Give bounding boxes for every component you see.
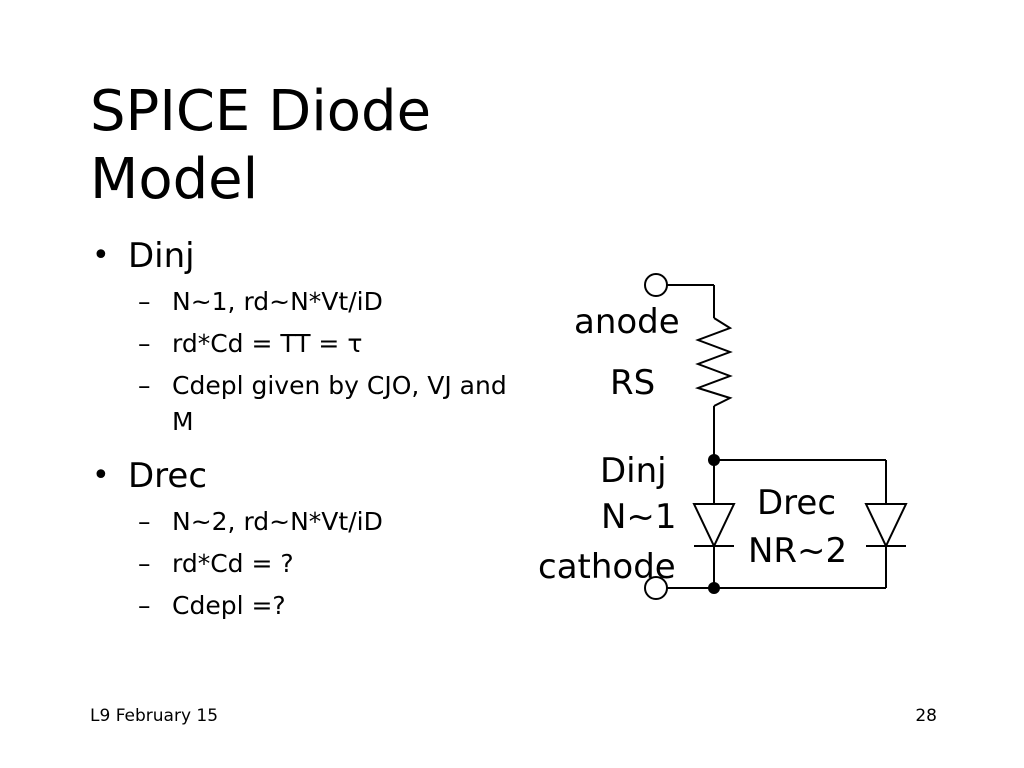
label-anode: anode <box>574 302 680 342</box>
cathode-terminal-icon <box>644 576 668 600</box>
junction-dot-icon <box>708 454 720 466</box>
sub-bullet-text: rd*Cd = TT = τ <box>172 329 363 358</box>
label-nr2: NR~2 <box>748 531 847 571</box>
junction-dot-icon <box>708 582 720 594</box>
dash-icon: – <box>138 287 151 316</box>
resistor-icon <box>694 317 733 407</box>
anode-terminal-icon <box>644 273 668 297</box>
sub-bullet: – N~1, rd~N*Vt/iD <box>90 284 520 320</box>
slide-title: SPICE Diode Model <box>90 79 432 212</box>
bullet-text: Dinj <box>128 236 195 276</box>
dash-icon: – <box>138 329 151 358</box>
bullet-dinj: • Dinj <box>90 234 520 278</box>
sub-bullet: – Cdepl =? <box>90 588 520 624</box>
diode-dinj-icon <box>692 503 736 549</box>
label-rs: RS <box>610 363 655 403</box>
sub-bullet: – rd*Cd = ? <box>90 546 520 582</box>
sub-bullet: – rd*Cd = TT = τ <box>90 326 520 362</box>
dash-icon: – <box>138 549 151 578</box>
dash-icon: – <box>138 507 151 536</box>
sub-bullet-text: Cdepl =? <box>172 591 286 620</box>
dash-icon: – <box>138 371 151 400</box>
dash-icon: – <box>138 591 151 620</box>
sub-bullet: – Cdepl given by CJO, VJ and M <box>90 368 520 440</box>
sub-bullet-text: N~1, rd~N*Vt/iD <box>172 287 383 316</box>
bullet-dot-icon: • <box>92 458 110 493</box>
bullet-dot-icon: • <box>92 238 110 273</box>
sub-bullet: – N~2, rd~N*Vt/iD <box>90 504 520 540</box>
footer-date: L9 February 15 <box>90 706 219 726</box>
bullet-list: • Dinj – N~1, rd~N*Vt/iD – rd*Cd = TT = … <box>90 230 520 624</box>
page-number: 28 <box>915 706 937 726</box>
label-dinj: Dinj <box>600 451 667 491</box>
sub-bullet-text: Cdepl given by CJO, VJ and M <box>172 371 507 436</box>
sub-bullet-text: N~2, rd~N*Vt/iD <box>172 507 383 536</box>
label-cathode: cathode <box>538 547 676 587</box>
label-n1: N~1 <box>601 497 677 537</box>
bullet-drec: • Drec <box>90 454 520 498</box>
diode-drec-icon <box>864 503 908 549</box>
sub-bullet-text: rd*Cd = ? <box>172 549 294 578</box>
bullet-text: Drec <box>128 456 208 496</box>
label-drec: Drec <box>757 483 836 523</box>
